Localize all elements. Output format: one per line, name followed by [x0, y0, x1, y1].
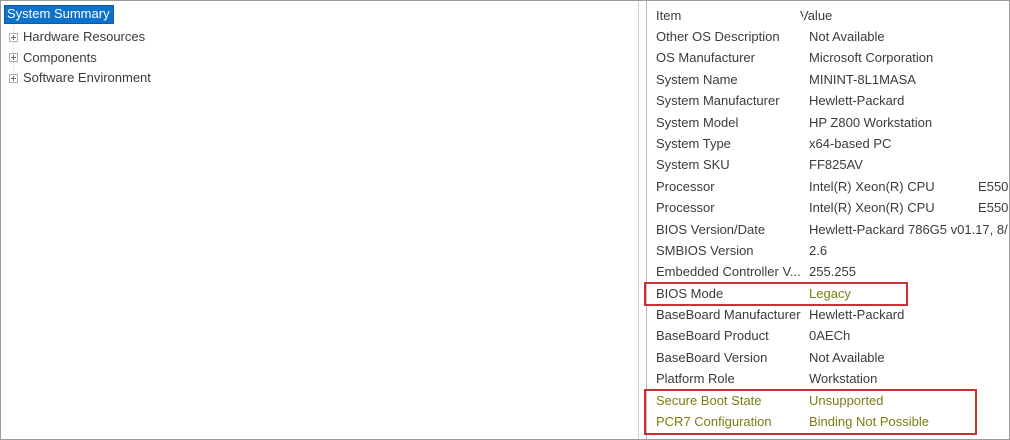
item-cell: OS Manufacturer: [656, 50, 755, 66]
table-row[interactable]: System Manufacturer Hewlett-Packard: [647, 90, 1009, 111]
table-row[interactable]: Embedded Controller V... 255.255: [647, 261, 1009, 282]
value-cell: Intel(R) Xeon(R) CPU E5506: [809, 200, 1009, 216]
tree-connector-line: [13, 23, 14, 75]
item-cell: Embedded Controller V...: [656, 264, 801, 280]
column-header-value[interactable]: Value: [800, 8, 833, 23]
value-cell: 2.6: [809, 242, 828, 258]
item-cell: BaseBoard Manufacturer: [656, 307, 801, 323]
expand-plus-icon[interactable]: [9, 53, 18, 63]
item-cell: BIOS Version/Date: [656, 221, 766, 237]
table-row[interactable]: Processor Intel(R) Xeon(R) CPU E5506: [647, 176, 1009, 197]
table-row[interactable]: Secure Boot State Unsupported: [647, 390, 1009, 411]
tree-item-software-environment[interactable]: Software Environment: [1, 68, 151, 88]
details-header-row: Item Value: [647, 5, 1009, 26]
value-cell: Workstation: [809, 371, 878, 387]
item-cell: System Name: [656, 71, 738, 87]
table-row[interactable]: Processor Intel(R) Xeon(R) CPU E5506: [647, 197, 1009, 218]
value-cell: Microsoft Corporation: [809, 50, 934, 66]
table-row[interactable]: PCR7 Configuration Binding Not Possible: [647, 411, 1009, 432]
table-row[interactable]: SMBIOS Version 2.6: [647, 240, 1009, 261]
value-cell: 0AECh: [809, 328, 851, 344]
value-cell: Not Available: [809, 349, 885, 365]
table-row[interactable]: BaseBoard Version Not Available: [647, 347, 1009, 368]
table-row[interactable]: BaseBoard Manufacturer Hewlett-Packard: [647, 304, 1009, 325]
item-cell: BIOS Mode: [656, 285, 724, 301]
item-cell: Processor: [656, 200, 715, 216]
item-cell: System Model: [656, 114, 739, 130]
table-row[interactable]: Other OS Description Not Available: [647, 26, 1009, 47]
table-row[interactable]: System SKU FF825AV: [647, 154, 1009, 175]
tree-item-label: Hardware Resources: [23, 29, 146, 44]
item-cell: Secure Boot State: [656, 392, 762, 408]
tree-item-label: Components: [23, 49, 97, 65]
table-row[interactable]: System Type x64-based PC: [647, 133, 1009, 154]
item-cell: Processor: [656, 178, 715, 194]
tree-item-hardware-resources[interactable]: Hardware Resources: [1, 27, 145, 47]
table-row[interactable]: System Name MININT-8L1MASA: [647, 69, 1009, 90]
column-divider[interactable]: [803, 7, 804, 24]
table-row[interactable]: BIOS Mode Legacy: [647, 283, 1009, 304]
item-cell: PCR7 Configuration: [656, 414, 772, 430]
value-cell: 255.255: [809, 264, 856, 280]
item-cell: BaseBoard Version: [656, 349, 768, 365]
value-cell: Legacy: [809, 285, 851, 301]
item-cell: Platform Role: [656, 371, 735, 387]
value-cell: HP Z800 Workstation: [809, 114, 933, 130]
value-cell: Unsupported: [809, 392, 884, 408]
tree-item-system-summary[interactable]: System Summary: [4, 5, 114, 24]
tree-item-label: Software Environment: [23, 70, 151, 86]
table-row[interactable]: OS Manufacturer Microsoft Corporation: [647, 47, 1009, 68]
value-cell: Hewlett-Packard 786G5 v01.17, 8/: [809, 221, 1008, 237]
item-cell: System SKU: [656, 157, 730, 173]
expand-plus-icon[interactable]: [9, 73, 18, 83]
table-row[interactable]: BIOS Version/Date Hewlett-Packard 786G5 v…: [647, 219, 1009, 240]
value-cell: Binding Not Possible: [809, 414, 929, 430]
item-cell: System Type: [656, 135, 731, 151]
item-cell: SMBIOS Version: [656, 242, 754, 258]
item-cell: Other OS Description: [656, 29, 780, 44]
value-cell: Intel(R) Xeon(R) CPU E5506: [809, 178, 1009, 194]
table-row[interactable]: System Model HP Z800 Workstation: [647, 112, 1009, 133]
table-row[interactable]: Platform Role Workstation: [647, 368, 1009, 389]
tree-item-components[interactable]: Components: [1, 48, 97, 68]
value-cell: x64-based PC: [809, 135, 892, 151]
table-row[interactable]: BaseBoard Product 0AECh: [647, 325, 1009, 346]
column-header-item[interactable]: Item: [656, 8, 682, 23]
item-cell: System Manufacturer: [656, 93, 780, 109]
value-cell: Not Available: [809, 29, 885, 44]
item-cell: BaseBoard Product: [656, 328, 769, 344]
expand-plus-icon[interactable]: [9, 32, 18, 42]
value-cell: Hewlett-Packard: [809, 307, 905, 323]
value-cell: MININT-8L1MASA: [809, 71, 916, 87]
value-cell: FF825AV: [809, 157, 863, 173]
value-cell: Hewlett-Packard: [809, 93, 905, 109]
